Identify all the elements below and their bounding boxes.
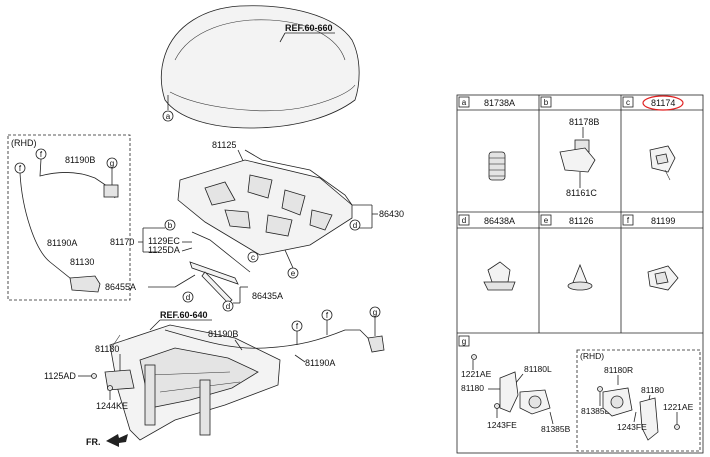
svg-text:c: c [251,253,255,262]
g-screw-1221ae [471,354,477,360]
svg-text:e: e [291,269,296,278]
label-1125ad: 1125AD [44,371,76,381]
callout-d-1 [182,291,194,303]
front-indicator-label: FR. [86,437,101,447]
callout-c [247,251,259,263]
parts-table [456,94,704,454]
svg-text:g: g [462,337,466,346]
g-rhd-label-1221ae: 1221AE [663,402,694,412]
cable-holder-81199 [647,265,679,291]
svg-text:f: f [627,216,630,225]
g-rhd-box [576,349,701,452]
rhd-latch-bracket [103,184,119,198]
svg-text:f: f [19,164,22,173]
cell-g: g 1221AE 81180L 81180 1243FE 81385B (RHD… [458,335,701,452]
label-81190b: 81190B [208,329,238,339]
svg-text:c: c [626,98,630,107]
callout-b [164,219,176,231]
svg-text:f: f [326,311,329,320]
svg-text:b: b [168,221,173,230]
cell-f: f 81199 [622,214,679,291]
label-1125da: 1125DA [148,245,180,255]
svg-text:d: d [226,302,230,311]
part-81174[interactable]: 81174 [651,98,675,108]
highlight-81174 [642,95,684,111]
bolt-1125ad [91,373,97,379]
g-rhd-label-81180r: 81180R [604,365,633,375]
ref-hood-label[interactable]: REF.60-660 [285,23,333,33]
g-rhd-screw [674,424,680,430]
latch-right [367,335,385,353]
label-81170: 81170 [110,237,134,247]
svg-text:g: g [110,159,114,168]
label-81130: 81130 [95,344,119,354]
bumper-81126 [567,263,593,291]
g-label-81385b: 81385B [541,424,571,434]
svg-text:f: f [296,322,299,331]
callout-a-text: a [166,112,171,121]
label-86435a: 86435A [252,291,283,301]
rhd-box [7,134,131,301]
rhd-label-81190b: 81190B [65,155,95,165]
hood-panel [160,5,360,129]
cell-d: d 86438A [458,214,516,291]
svg-text:f: f [40,150,43,159]
callout-a [162,110,174,122]
part-81161c: 81161C [566,188,597,198]
rhd-release-handle [69,275,101,293]
g-label-1243fe: 1243FE [487,420,517,430]
cell-e: e 81126 [540,214,593,291]
g-rhd-label-81180: 81180 [641,385,664,395]
g-label-81180l: 81180L [524,364,552,374]
part-81178b: 81178B [569,117,599,127]
callout-d-top [349,219,361,231]
svg-text:e: e [544,216,549,225]
rhd-label-81130: 81130 [70,257,94,267]
g-rhd-label-1243fe: 1243FE [617,422,647,432]
svg-text:d: d [186,293,190,302]
front-end-module [109,324,281,441]
hood-stay-clip [649,145,676,181]
ref-front-label[interactable]: REF.60-640 [160,310,208,320]
svg-text:a: a [462,98,467,107]
svg-text:g: g [373,308,377,317]
rhd-label-81190a: 81190A [47,238,77,248]
cell-c: c 81174 [622,95,684,181]
clip-86438a [483,261,516,291]
g-rhd-bolt [597,386,603,392]
part-81126: 81126 [569,216,593,226]
svg-text:d: d [353,221,357,230]
front-arrow-icon [106,434,128,447]
svg-text:b: b [544,98,549,107]
g-label-1221ae: 1221AE [461,369,492,379]
hood-latch-rh [602,387,659,441]
g-label-81180: 81180 [461,383,484,393]
part-86438a: 86438A [484,216,515,226]
rhd-title: (RHD) [11,138,37,148]
g-bolt-1243fe [494,403,500,409]
cell-a: a 81738A [458,96,515,181]
label-86430: 86430 [379,209,404,219]
hood-latch-lh [499,371,551,415]
label-81190a: 81190A [305,358,335,368]
grommet-81738a [488,151,506,181]
svg-text:d: d [462,216,466,225]
part-81199: 81199 [651,216,675,226]
seal-86455a [189,261,239,285]
hood-inner-panel [177,159,353,256]
cell-b: b 81178B 81161C [540,96,599,198]
g-rhd-label-81385b: 81385B [581,406,611,416]
label-1244ke: 1244KE [96,401,128,411]
part-81738a: 81738A [484,98,515,108]
g-rhd-title: (RHD) [580,351,604,361]
stay-rod-holder [559,139,596,173]
label-1129ec: 1129EC [148,236,180,246]
callout-d-2 [222,300,234,312]
bolt-1244ke [107,385,113,391]
label-81125: 81125 [212,140,236,150]
label-86455a: 86455A [105,282,136,292]
release-lever [104,369,135,391]
